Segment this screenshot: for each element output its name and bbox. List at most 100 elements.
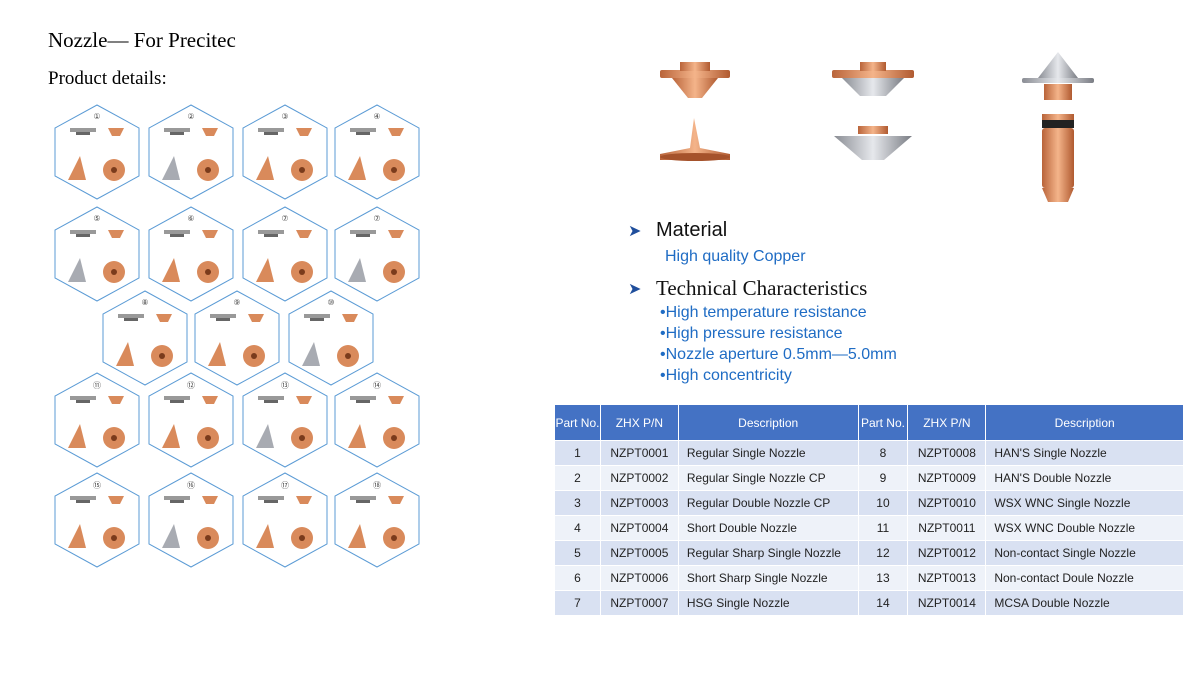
hex-frame	[242, 372, 328, 468]
section-subtitle: Product details:	[48, 68, 167, 89]
table-cell: WSX WNC Single Nozzle	[985, 490, 1184, 516]
product-hex-tile: ④	[334, 104, 420, 200]
table-cell: 3	[554, 490, 601, 516]
hex-frame	[54, 472, 140, 568]
column-header: Part No.	[554, 404, 601, 441]
product-hex-tile: ⑦	[242, 206, 328, 302]
product-hex-tile: ⑬	[242, 372, 328, 468]
table-cell: WSX WNC Double Nozzle	[985, 515, 1184, 541]
table-cell: 1	[554, 440, 601, 466]
table-cell: 6	[554, 565, 601, 591]
table-cell: 8	[857, 440, 909, 466]
table-cell: Regular Sharp Single Nozzle	[677, 540, 859, 566]
table-cell: NZPT0009	[907, 465, 987, 491]
hex-number-label: ④	[373, 112, 381, 121]
column-header: ZHX P/N	[907, 404, 987, 441]
hex-number-label: ⑫	[187, 381, 195, 390]
table-cell: NZPT0014	[907, 590, 987, 616]
hex-frame	[148, 472, 234, 568]
arrow-bullet-icon: ➤	[628, 223, 642, 240]
table-cell: Non-contact Doule Nozzle	[985, 565, 1184, 591]
table-cell: Regular Double Nozzle CP	[677, 490, 859, 516]
tech-item: High pressure resistance	[660, 323, 897, 344]
hex-number-label: ⑬	[281, 381, 289, 390]
parts-table: Part No. ZHX P/N Description Part No. ZH…	[554, 404, 1184, 616]
product-hex-tile: ⑭	[334, 372, 420, 468]
hex-number-label: ⑭	[373, 381, 381, 390]
product-hex-tile: ⑯	[148, 472, 234, 568]
hex-frame	[242, 472, 328, 568]
hex-frame	[334, 206, 420, 302]
product-hex-tile: ⑪	[54, 372, 140, 468]
product-hex-tile: ⑫	[148, 372, 234, 468]
hex-frame	[334, 372, 420, 468]
hex-number-label: ⑱	[373, 481, 381, 490]
table-cell: Short Sharp Single Nozzle	[677, 565, 859, 591]
hex-frame	[334, 472, 420, 568]
table-cell: NZPT0002	[599, 465, 679, 491]
nozzle-photo-copper-single	[660, 62, 730, 161]
table-cell: Regular Single Nozzle CP	[677, 465, 859, 491]
table-cell: MCSA Double Nozzle	[985, 590, 1184, 616]
product-hex-tile: ③	[242, 104, 328, 200]
table-cell: NZPT0013	[907, 565, 987, 591]
hex-number-label: ⑦	[373, 214, 381, 223]
table-cell: HAN'S Single Nozzle	[985, 440, 1184, 466]
hex-frame	[242, 104, 328, 200]
table-cell: 9	[857, 465, 909, 491]
hex-number-label: ⑤	[93, 214, 101, 223]
product-hex-tile: ⑩	[288, 290, 374, 386]
table-cell: NZPT0012	[907, 540, 987, 566]
hex-frame	[148, 104, 234, 200]
product-hex-tile: ②	[148, 104, 234, 200]
material-value: High quality Copper	[665, 248, 806, 265]
table-cell: 7	[554, 590, 601, 616]
hex-frame	[102, 290, 188, 386]
table-cell: 13	[857, 565, 909, 591]
product-hex-tile: ⑰	[242, 472, 328, 568]
product-hex-tile: ⑥	[148, 206, 234, 302]
tech-item: High temperature resistance	[660, 302, 897, 323]
table-cell: 5	[554, 540, 601, 566]
hex-frame	[148, 372, 234, 468]
product-hex-tile: ①	[54, 104, 140, 200]
table-cell: Regular Single Nozzle	[677, 440, 859, 466]
table-cell: 4	[554, 515, 601, 541]
tech-item: High concentricity	[660, 365, 897, 386]
hex-frame	[194, 290, 280, 386]
table-cell: NZPT0007	[599, 590, 679, 616]
hex-number-label: ⑮	[93, 481, 101, 490]
table-cell: 2	[554, 465, 601, 491]
product-hex-tile: ⑨	[194, 290, 280, 386]
table-cell: NZPT0011	[907, 515, 987, 541]
table-cell: NZPT0010	[907, 490, 987, 516]
hex-number-label: ⑰	[281, 481, 289, 490]
table-cell: NZPT0006	[599, 565, 679, 591]
hex-number-label: ①	[93, 112, 101, 121]
material-heading: Material	[656, 219, 728, 241]
hex-number-label: ⑨	[233, 298, 241, 307]
tech-item: Nozzle aperture 0.5mm—5.0mm	[660, 344, 897, 365]
table-header-row: Part No. ZHX P/N Description Part No. ZH…	[554, 404, 1184, 441]
hex-frame	[288, 290, 374, 386]
product-hex-tile: ⑮	[54, 472, 140, 568]
product-hex-tile: ⑤	[54, 206, 140, 302]
hex-number-label: ⑥	[187, 214, 195, 223]
hex-frame	[54, 206, 140, 302]
table-cell: HSG Single Nozzle	[677, 590, 859, 616]
hex-frame	[54, 104, 140, 200]
hex-frame	[334, 104, 420, 200]
product-hex-tile: ⑱	[334, 472, 420, 568]
hex-frame	[148, 206, 234, 302]
page-title: Nozzle— For Precitec	[48, 28, 236, 52]
tech-list: High temperature resistance High pressur…	[660, 302, 897, 386]
table-cell: HAN'S Double Nozzle	[985, 465, 1184, 491]
table-cell: NZPT0008	[907, 440, 987, 466]
table-cell: NZPT0005	[599, 540, 679, 566]
